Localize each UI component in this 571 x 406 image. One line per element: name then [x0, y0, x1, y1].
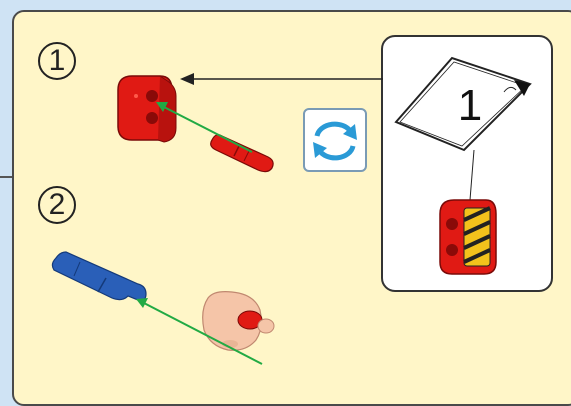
step-number-2: 2	[38, 186, 76, 224]
callout-pointer-arrow	[180, 73, 383, 85]
instruction-sheet-icon	[394, 56, 532, 152]
rotate-arrows-graphic	[313, 121, 357, 161]
callout-red-connector	[439, 199, 497, 275]
guide-arrow-step-1	[156, 102, 253, 153]
rotate-icon	[303, 108, 367, 172]
red-pin-part	[210, 134, 274, 173]
step-number-1: 1	[38, 42, 76, 80]
guide-arrow-step-2	[136, 298, 263, 365]
tan-connector-part	[202, 291, 275, 351]
page-edge-tick	[0, 176, 14, 178]
callout-string	[469, 149, 475, 201]
blue-axle-pin-part	[51, 251, 147, 301]
callout-page-number: 1	[457, 81, 483, 130]
instruction-artwork	[51, 56, 532, 365]
